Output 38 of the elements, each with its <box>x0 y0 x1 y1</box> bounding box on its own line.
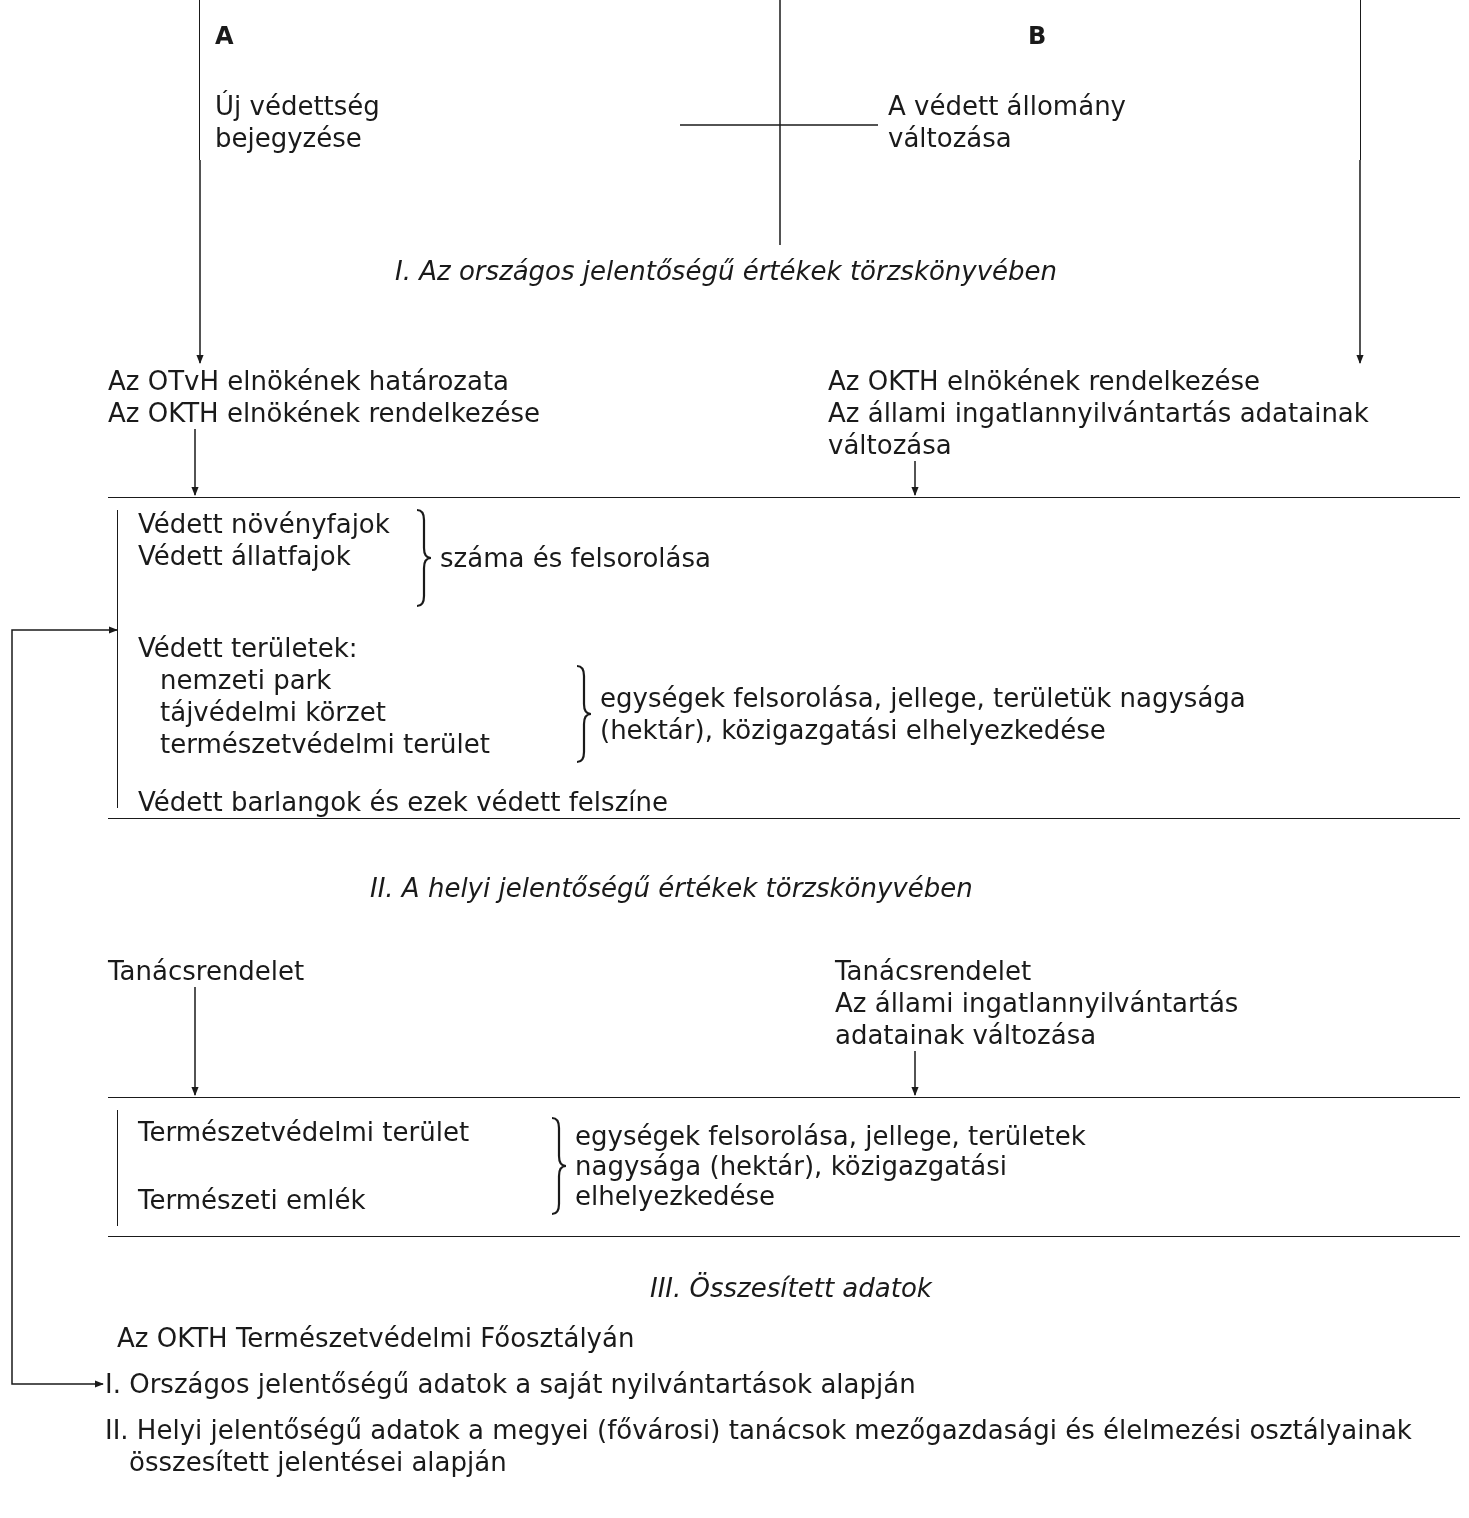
description-text: egységek felsorolása, jellege, területek nagysága (hektár), közigazgatási elhelyezkedése <box>575 1121 1087 1211</box>
column-heading: B <box>1028 21 1047 52</box>
arrow <box>191 428 199 496</box>
register-box <box>108 497 1460 819</box>
section-heading: II. A helyi jelentőségű értékek törzskönyvében <box>370 872 973 904</box>
list-item: tájvédelmi körzet <box>160 696 386 728</box>
list-item: Védett barlangok és ezek védett felszíne <box>138 786 668 818</box>
arrow <box>191 986 199 1096</box>
source-text: Az OKTH elnökének rendelkezése <box>828 365 1261 397</box>
list-item: Természetvédelmi terület <box>138 1116 470 1148</box>
column-heading: A <box>215 21 234 52</box>
description-text: száma és felsorolása <box>440 542 712 574</box>
source-text: Az OTvH elnökének határozata <box>108 365 510 397</box>
arrow <box>11 626 118 1388</box>
column-text: Új védettség bejegyzése <box>215 90 381 154</box>
source-text: Az állami ingatlannyilvántartás adatainak változása <box>828 397 1370 461</box>
section-heading: III. Összesített adatok <box>650 1272 932 1304</box>
arrow <box>911 460 919 496</box>
list-item: nemzeti park <box>160 664 332 696</box>
list-item: természetvédelmi terület <box>160 728 490 760</box>
column-text: A védett állomány változása <box>888 90 1127 154</box>
section-heading: I. Az országos jelentőségű értékek törzskönyvében <box>395 255 1058 287</box>
source-text: Az állami ingatlannyilvántartás adatainak változása <box>835 987 1240 1051</box>
register-box <box>108 1097 1460 1237</box>
list-item: Természeti emlék <box>138 1184 366 1216</box>
source-text: Az OKTH elnökének rendelkezése <box>108 397 541 429</box>
list-item: Védett állatfajok <box>138 540 351 572</box>
source-text: Tanácsrendelet <box>108 955 305 987</box>
description-text: egységek felsorolása, jellege, területük nagysága (hektár), közigazgatási elhelyezkedése <box>600 682 1247 746</box>
note-text: II. Helyi jelentőségű adatok a megyei (fővárosi) tanácsok mezőgazdasági és élelmezési osztályainak összesített jelentései alapján <box>105 1414 1413 1478</box>
list-item: Védett területek: <box>138 632 358 664</box>
list-item: Védett növényfajok <box>138 508 390 540</box>
source-text: I. Országos jelentőségű adatok a saját nyilvántartások alapján <box>105 1368 916 1400</box>
source-text: Tanácsrendelet <box>835 955 1032 987</box>
arrow <box>196 159 204 364</box>
note-text: Az OKTH Természetvédelmi Főosztályán <box>117 1322 635 1354</box>
arrow <box>1356 159 1364 364</box>
arrow <box>911 1050 919 1096</box>
